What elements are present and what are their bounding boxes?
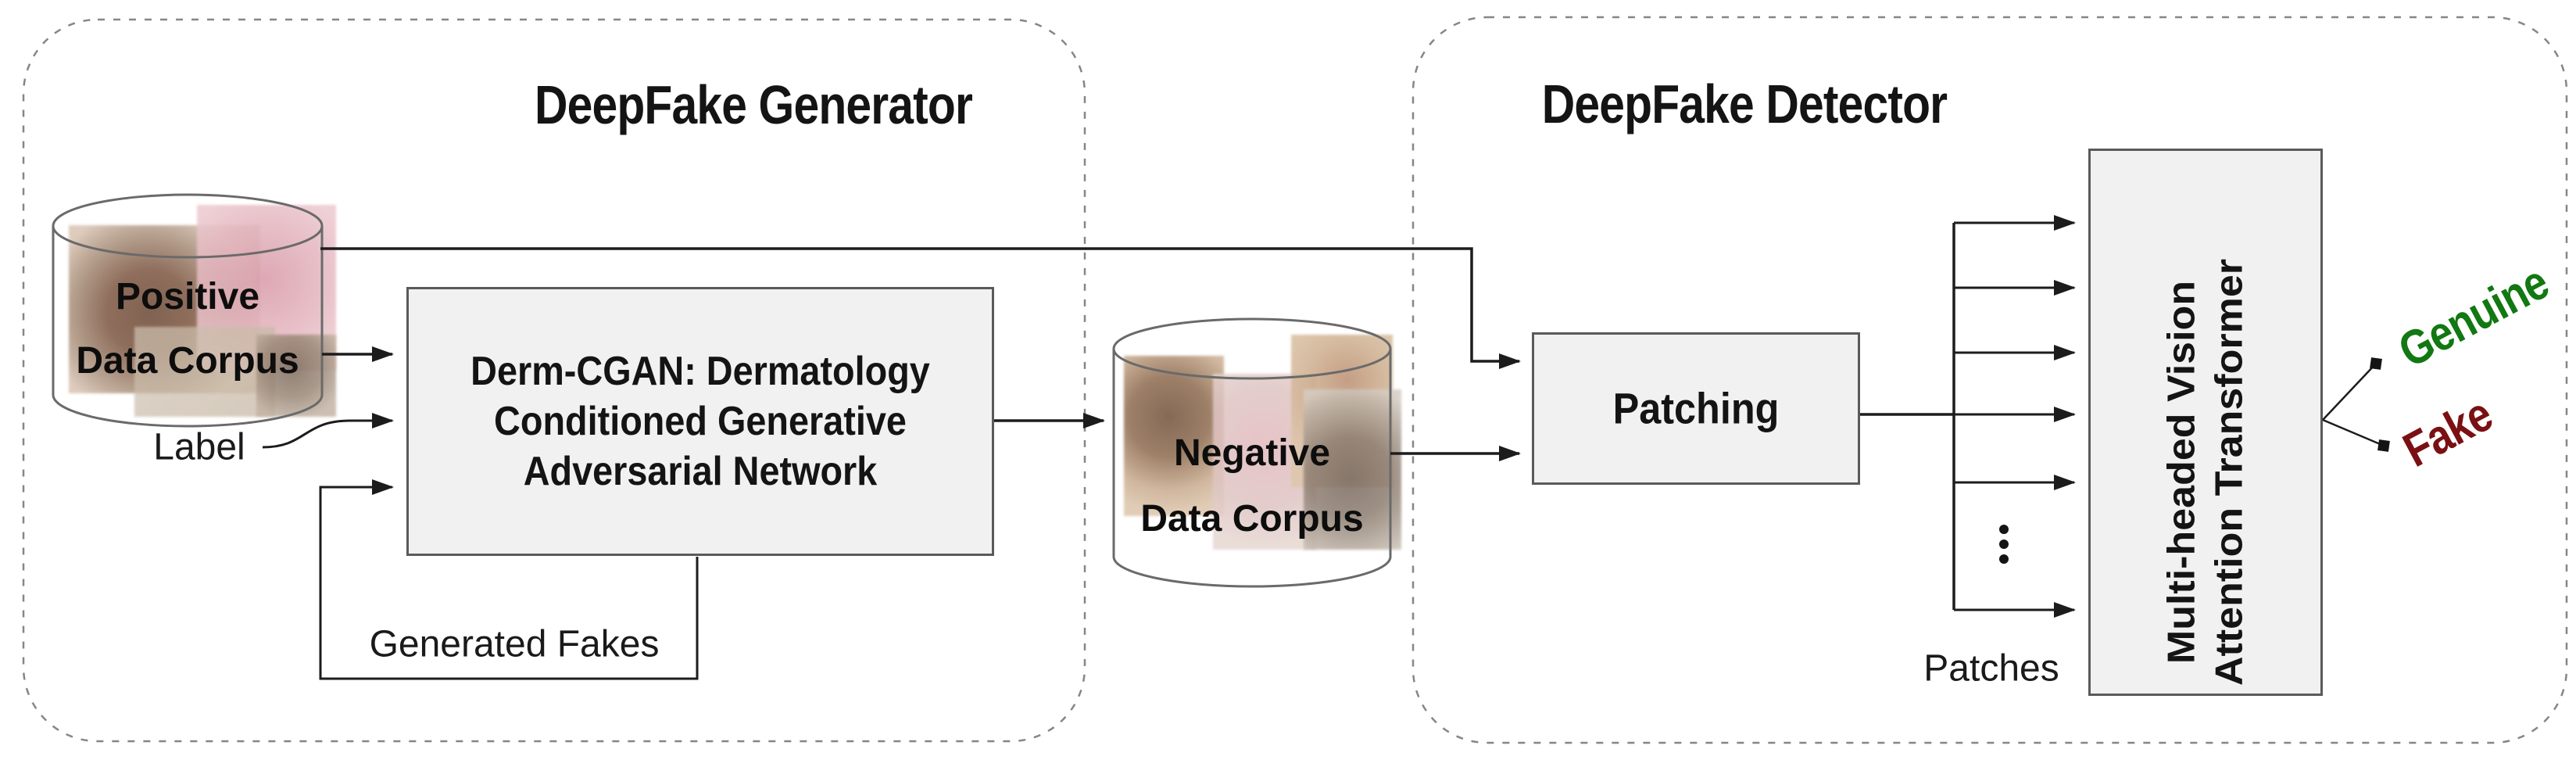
detector-title: DeepFake Detector: [1541, 73, 1948, 134]
ellipsis-dot: [1999, 540, 2009, 549]
ellipsis-dot: [1999, 554, 2009, 564]
transformer-line2: Attention Transformer: [2207, 258, 2251, 687]
patches-label: Patches: [1923, 647, 2059, 690]
derm-cgan-line3: Adversarial Network: [523, 449, 878, 494]
negative-corpus-cylinder-top: [1112, 317, 1392, 380]
line-generated-fakes-feedback: [319, 479, 699, 680]
derm-cgan-line2: Conditioned Generative: [494, 399, 907, 444]
generator-title: DeepFake Generator: [534, 74, 973, 135]
skin-lesion-photo: [1304, 389, 1401, 550]
generated-fakes-label: Generated Fakes: [369, 623, 660, 665]
transformer-label: Multi-headed Vision Attention Transforme…: [2158, 191, 2253, 754]
line-label-to-gan: [262, 413, 394, 449]
line-transformer-to-genuine: [2322, 363, 2377, 421]
positive-corpus-cylinder-top: [52, 193, 324, 259]
derm-cgan-box: [406, 287, 994, 556]
skin-lesion-photo: [1124, 356, 1224, 516]
patching-label: Patching: [1612, 383, 1780, 433]
negative-corpus-label: Negative Data Corpus: [1140, 421, 1363, 552]
derm-cgan-text: Derm-CGAN: Dermatology Conditioned Gener…: [470, 346, 930, 497]
positive-corpus-line2: Data Corpus: [76, 340, 299, 382]
ellipsis-dot: [1999, 525, 2009, 534]
transformer-box: [2088, 149, 2323, 696]
positive-corpus-line1: Positive: [115, 276, 260, 317]
negative-corpus-line1: Negative: [1173, 432, 1331, 474]
fake-endpoint-square: [2377, 439, 2390, 452]
patching-box: [1532, 332, 1860, 485]
negative-corpus-cylinder-body: [1112, 349, 1392, 588]
derm-cgan-line1: Derm-CGAN: Dermatology: [470, 349, 930, 394]
positive-corpus-cylinder-body: [52, 226, 324, 428]
positive-corpus-label: Positive Data Corpus: [76, 265, 299, 393]
skin-lesion-photo: [134, 327, 275, 417]
generator-dashed-border: [22, 18, 1086, 743]
negative-corpus-line2: Data Corpus: [1140, 498, 1364, 540]
line-positive-corpus-to-patching: [320, 247, 1521, 369]
detector-dashed-border: [1411, 16, 2568, 744]
vertical-ellipsis-icon: [1999, 525, 2009, 564]
label-text: Label: [153, 426, 245, 468]
line-transformer-to-fake: [2322, 418, 2385, 447]
genuine-endpoint-square: [2370, 357, 2382, 370]
transformer-line1: Multi-headed Vision: [2160, 280, 2204, 665]
